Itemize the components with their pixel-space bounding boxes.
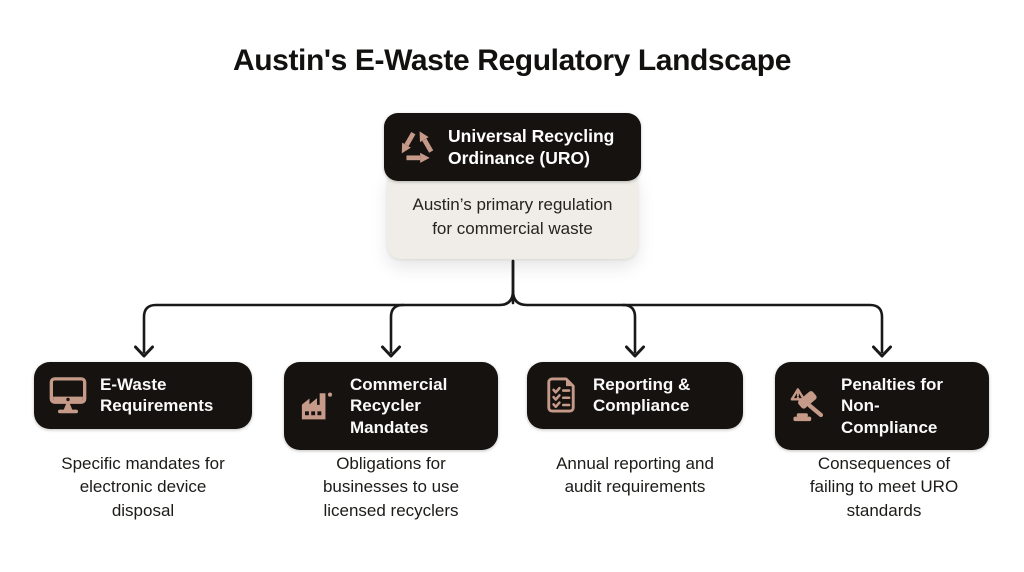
root-node-header: Universal Recycling Ordinance (URO) [384,113,641,182]
root-node-title: Universal Recycling Ordinance (URO) [448,126,615,169]
recycle-icon [398,129,436,164]
node-title: Commercial Recycler Mandates [350,375,448,437]
root-node-description: Austin’s primary regulation for commerci… [387,169,638,260]
page-title: Austin's E-Waste Regulatory Landscape [232,44,791,77]
root-node-uro: Universal Recycling Ordinance (URO) Aust… [384,113,641,260]
node-title: E-Waste Requirements [100,375,214,416]
branch-lines [142,259,884,354]
node-commercial-recycler-mandates: Commercial Recycler Mandates [284,362,498,450]
gavel-icon [790,388,824,421]
node-reporting-compliance: Reporting & Compliance [527,362,743,429]
node-ewaste-description: Specific mandates for electronic device … [61,454,225,520]
node-penalties-description: Consequences of failing to meet URO stan… [809,454,959,520]
checklist-icon [547,377,575,413]
node-commercial-description: Obligations for businesses to use licens… [322,454,460,520]
node-ewaste-requirements: E-Waste Requirements [34,362,252,429]
factory-icon [301,392,333,420]
monitor-icon [49,377,87,414]
node-penalties-noncompliance: Penalties for Non- Compliance [775,362,989,450]
node-title: Penalties for Non- Compliance [841,375,944,437]
node-reporting-description: Annual reporting and audit requirements [556,454,714,497]
node-title: Reporting & Compliance [593,375,691,416]
arrow-down-icons [134,345,892,358]
